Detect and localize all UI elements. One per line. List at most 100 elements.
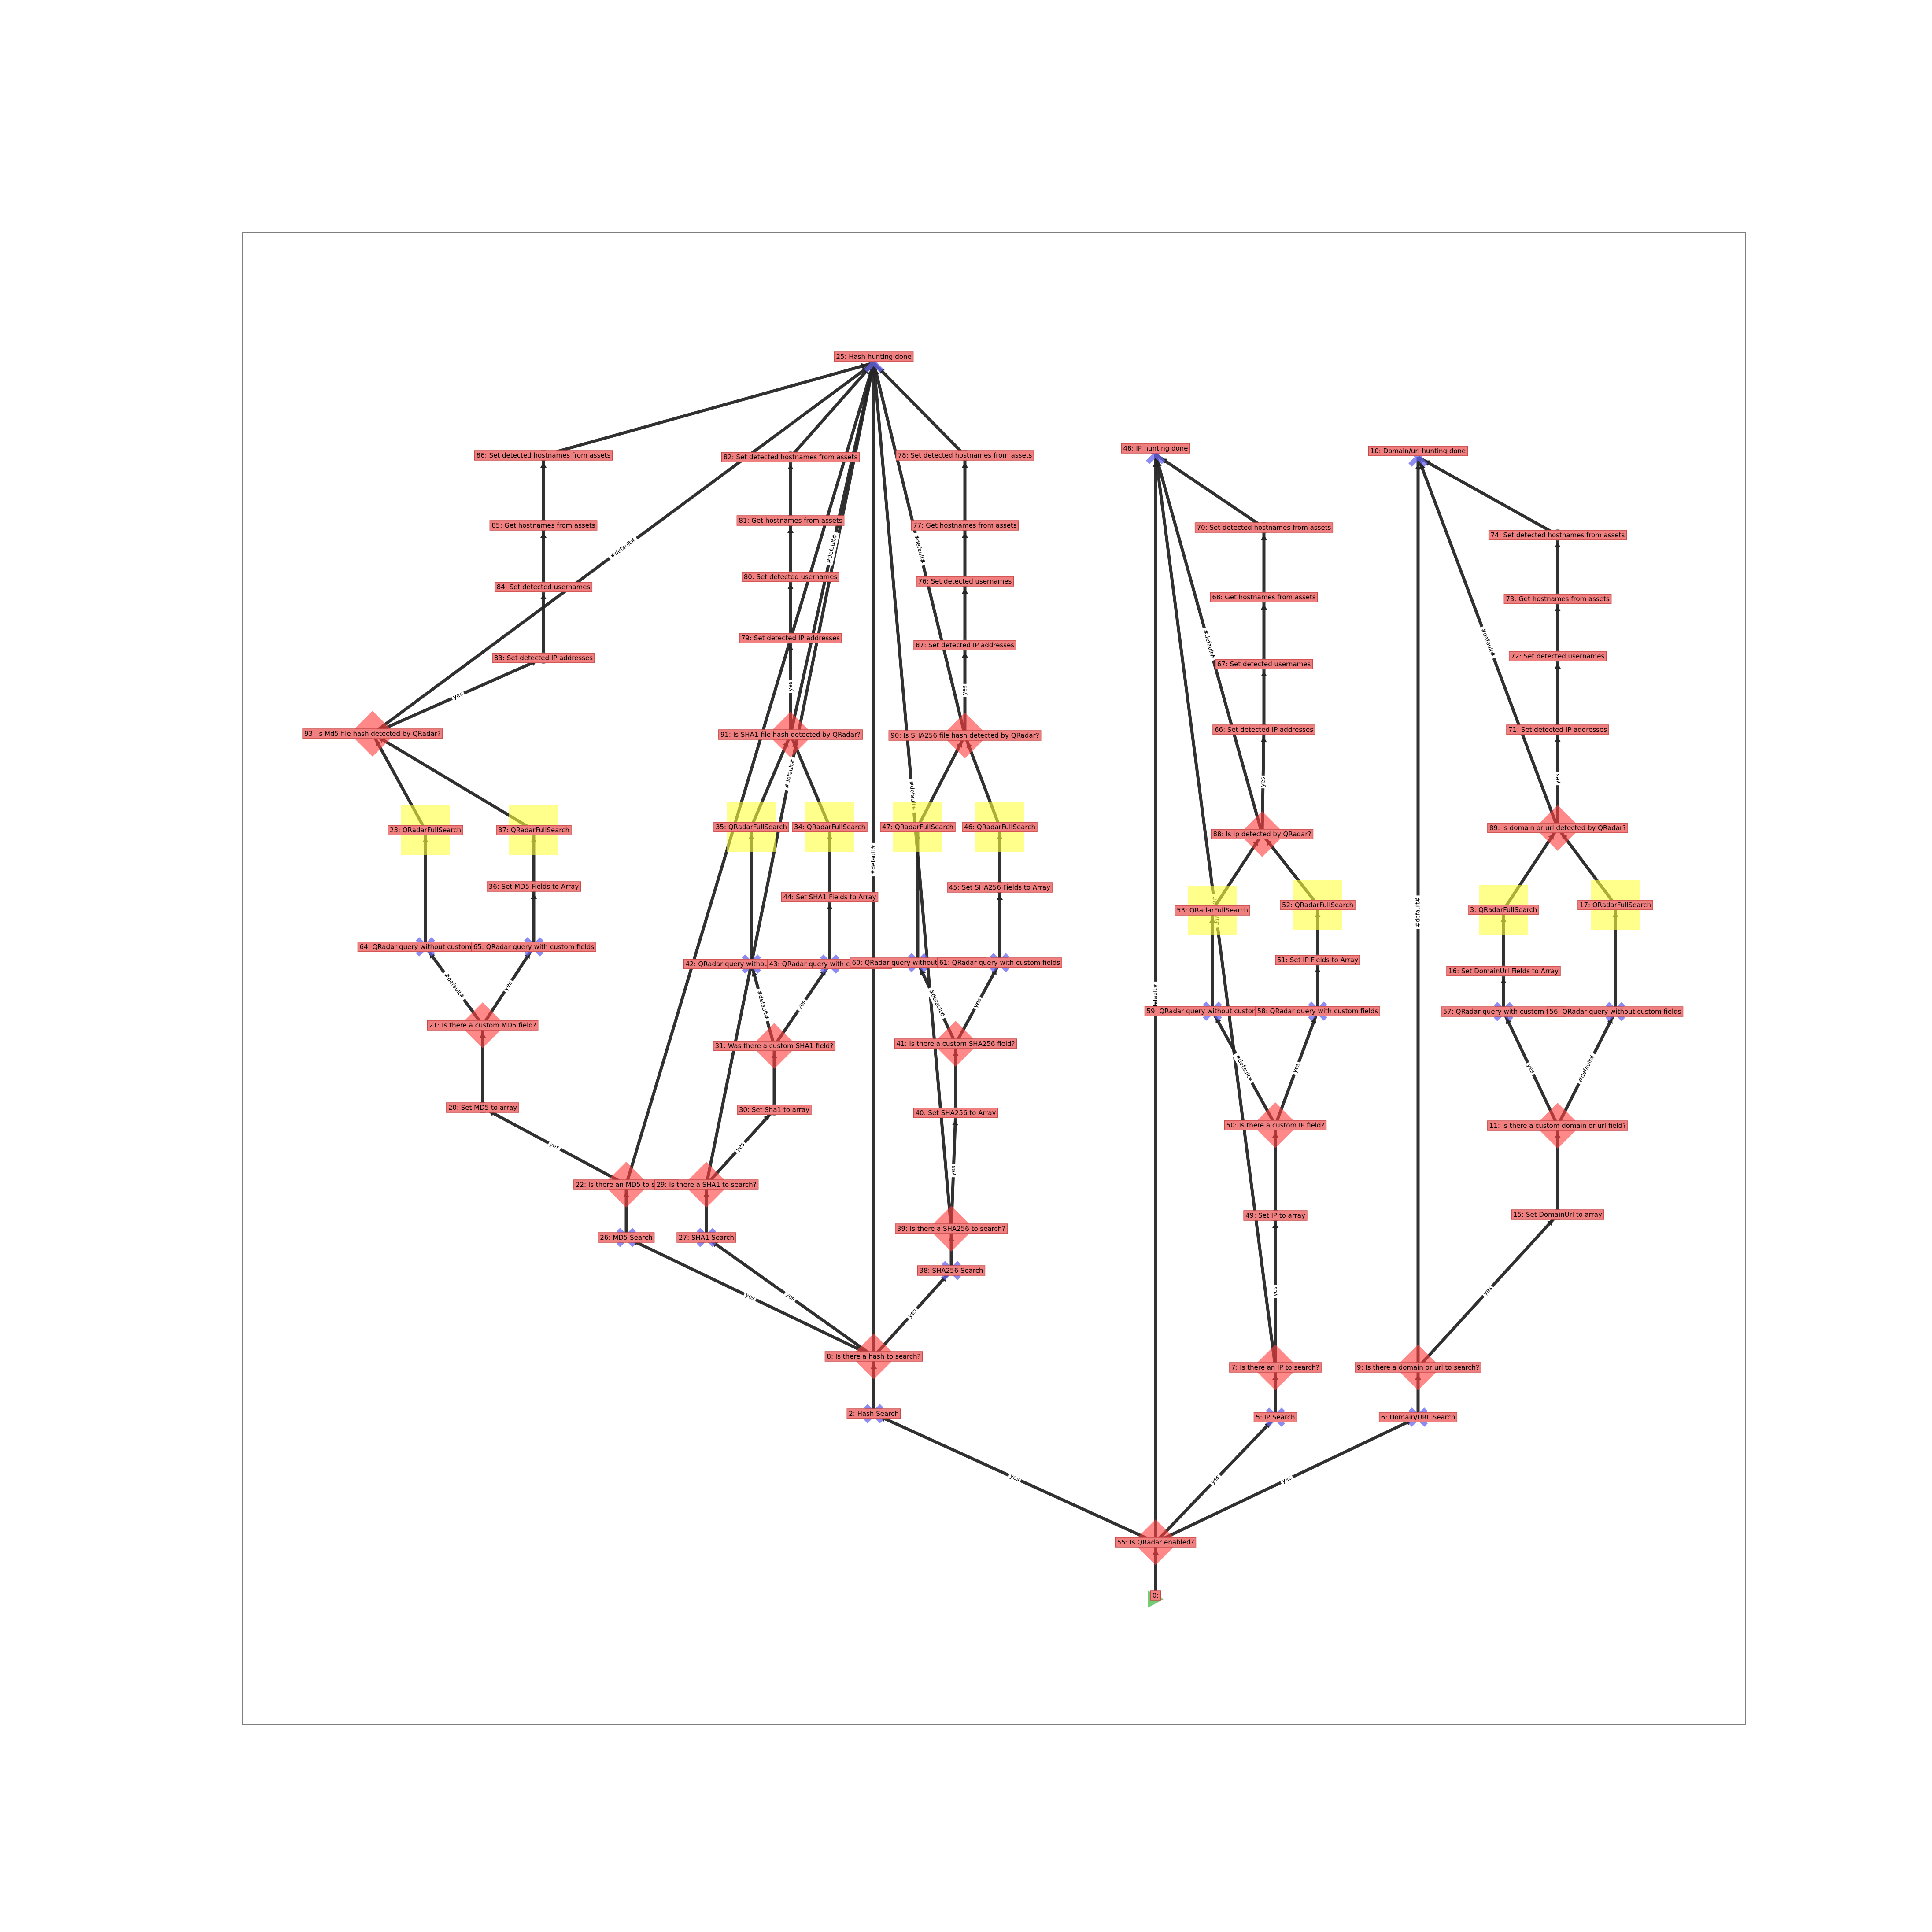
edge-55-to-5: yes — [1154, 1416, 1277, 1544]
edge-label: #default# — [784, 758, 796, 789]
edge-arrowhead — [1260, 736, 1267, 743]
node-label-bg — [913, 640, 1016, 650]
edge-93-to-25: #default# — [371, 362, 875, 735]
edge-line — [624, 362, 875, 1186]
edge-label: #default# — [756, 990, 770, 1020]
node-label-78: 78: Set detected hostnames from assets — [895, 450, 1034, 461]
edge-arrowhead — [962, 532, 968, 538]
edge-81-to-82 — [787, 457, 794, 521]
node-label-text: 91: Is SHA1 file hash detected by QRadar… — [720, 731, 861, 739]
node-label-31: 31: Was there a custom SHA1 field? — [713, 1041, 836, 1051]
edge-arrowhead — [1555, 737, 1561, 742]
node-label-bg — [721, 452, 860, 462]
node-label-71: 71: Set detected IP addresses — [1506, 724, 1609, 735]
edge-label: #default# — [609, 537, 637, 560]
node-label-text: 7: Is there an IP to search? — [1231, 1363, 1319, 1371]
node-label-text: 41: Is there a custom SHA256 field? — [896, 1040, 1015, 1048]
node-label-bg — [741, 572, 840, 582]
node-label-17: 17: QRadarFullSearch — [1577, 900, 1653, 910]
node-label-text: 21: Is there a custom MD5 field? — [429, 1021, 536, 1029]
edge-8-to-26: yes — [625, 1236, 875, 1358]
edge-50-to-59: #default# — [1211, 1010, 1277, 1126]
node-label-39: 39: Is there a SHA256 to search? — [895, 1223, 1008, 1234]
edge-line — [543, 361, 874, 457]
node-label-38: 38: SHA256 Search — [917, 1265, 986, 1276]
edge-label-group: yes — [1290, 1060, 1303, 1076]
edge-55-to-48: #default# — [1152, 454, 1160, 1542]
edge-76-to-77 — [962, 525, 968, 581]
edge-82-to-25 — [789, 362, 875, 458]
node-label-bg — [676, 1232, 736, 1243]
node-label-text: 58: QRadar query with custom fields — [1257, 1007, 1378, 1015]
node-label-text: 87: Set detected IP addresses — [916, 641, 1014, 649]
edge-label-group: yes — [787, 680, 794, 693]
node-label-text: 76: Set detected usernames — [918, 577, 1012, 585]
node-label-89: 89: Is domain or url detected by QRadar? — [1487, 823, 1628, 833]
node-label-bg — [1488, 530, 1627, 540]
edge-label-bg — [971, 995, 984, 1011]
node-label-text: 26: MD5 Search — [600, 1234, 652, 1241]
edge-label-bg — [782, 1290, 798, 1304]
node-label-text: 23: QRadarFullSearch — [390, 826, 461, 834]
node-label-52: 52: QRadarFullSearch — [1280, 900, 1356, 910]
edge-88-to-48: #default# — [1154, 454, 1264, 835]
edge-label: yes — [950, 1166, 957, 1176]
node-label-bg — [888, 730, 1042, 741]
node-label-text: 65: QRadar query with custom fields — [473, 943, 595, 951]
edge-arrowhead — [1555, 663, 1561, 669]
node-label-text: 68: Get hostnames from assets — [1212, 593, 1316, 601]
node-label-29: 29: Is there a SHA1 to search? — [654, 1179, 759, 1190]
node-label-bg — [1121, 443, 1190, 454]
edge-arrowhead — [1261, 671, 1267, 676]
edge-label-bg — [949, 1164, 958, 1178]
edge-57-to-16 — [1500, 971, 1507, 1012]
node-label-21: 21: Is there a custom MD5 field? — [427, 1020, 539, 1031]
node-label-8: 8: Is there a hash to search? — [824, 1351, 923, 1362]
node-label-35: 35: QRadarFullSearch — [713, 822, 789, 832]
node-label-48: 48: IP hunting done — [1121, 443, 1190, 454]
edge-arrowhead — [1500, 978, 1507, 983]
node-label-bg — [713, 822, 789, 832]
node-label-67: 67: Set detected usernames — [1215, 659, 1313, 669]
nodes-layer — [350, 353, 1640, 1608]
node-label-bg — [1506, 724, 1609, 735]
node-label-bg — [895, 450, 1034, 461]
node-label-text: 47: QRadarFullSearch — [882, 823, 953, 831]
node-label-text: 64: QRadar query without custom fields — [359, 943, 491, 951]
node-label-text: 6: Domain/URL Search — [1381, 1413, 1455, 1421]
edge-label-bg — [1208, 1472, 1223, 1487]
plot-frame — [242, 232, 1746, 1725]
edge-arrowhead — [1261, 535, 1267, 540]
node-label-68: 68: Get hostnames from assets — [1210, 592, 1318, 602]
edge-label-group: yes — [1279, 1473, 1295, 1486]
node-label-text: 77: Get hostnames from assets — [913, 521, 1017, 529]
node-label-bg — [1577, 900, 1653, 910]
node-label-text: 83: Set detected IP addresses — [494, 654, 593, 662]
node-label-53: 53: QRadarFullSearch — [1175, 905, 1250, 916]
edge-arrowhead — [1506, 1018, 1512, 1024]
node-label-text: 48: IP hunting done — [1123, 444, 1188, 452]
edge-55-to-6: yes — [1155, 1415, 1419, 1544]
edge-7-to-49: yes — [1271, 1215, 1279, 1367]
edge-label-bg — [1271, 1285, 1279, 1298]
node-label-bg — [486, 881, 581, 892]
edge-label-bg — [441, 970, 467, 1002]
node-label-bg — [1547, 1006, 1684, 1017]
node-label-55: 55: Is QRadar enabled? — [1115, 1537, 1197, 1548]
edge-66-to-67 — [1261, 664, 1267, 730]
node-label-bg — [1487, 1120, 1628, 1131]
edge-8-to-27: yes — [705, 1236, 875, 1358]
edge-arrowhead — [787, 464, 794, 469]
edge-80-to-81 — [787, 521, 794, 577]
node-label-6: 6: Domain/URL Search — [1378, 1412, 1458, 1422]
node-label-bg — [471, 942, 596, 952]
edge-label-group: #default# — [911, 532, 927, 567]
node-label-bg — [916, 576, 1014, 587]
node-label-26: 26: MD5 Search — [598, 1232, 655, 1243]
node-label-bg — [1243, 1210, 1308, 1221]
node-label-text: 30: Set Sha1 to array — [739, 1106, 809, 1114]
node-label-text: 71: Set detected IP addresses — [1508, 726, 1607, 734]
node-label-90: 90: Is SHA256 file hash detected by QRad… — [888, 730, 1042, 741]
edge-label-bg — [1232, 1051, 1256, 1085]
edge-label: yes — [1292, 1062, 1301, 1074]
